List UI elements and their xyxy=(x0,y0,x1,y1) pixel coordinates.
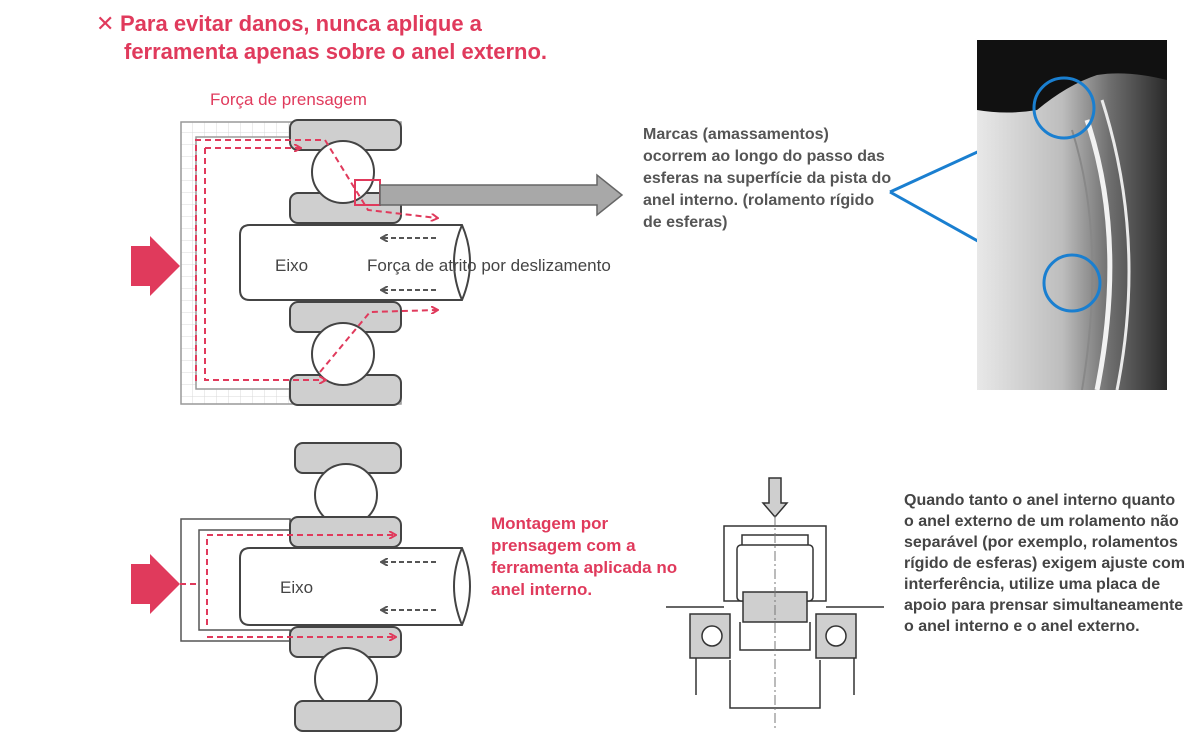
inner-ring-top-2 xyxy=(289,516,402,548)
support-plate-drawing xyxy=(666,477,884,730)
ball-bottom xyxy=(311,322,375,386)
support-plate-description: Quando tanto o anel interno quanto o ane… xyxy=(904,492,1185,635)
dent-highlight-1 xyxy=(1032,76,1096,140)
warning-heading: ✕Para evitar danos, nunca aplique a ferr… xyxy=(96,10,547,66)
shaft-top xyxy=(239,224,471,301)
warning-line-2: ferramenta apenas sobre o anel externo. xyxy=(124,39,548,64)
cross-icon: ✕ xyxy=(96,11,115,36)
outer-ring-bottom-2 xyxy=(294,700,402,732)
bottom-diagram xyxy=(131,442,471,732)
press-force-label: Força de prensagem xyxy=(210,90,367,109)
raceway-photo xyxy=(977,40,1167,390)
friction-force-label: Força de atrito por deslizamento xyxy=(367,256,611,275)
force-arrow-top xyxy=(131,236,180,296)
warning-line-1: Para evitar danos, nunca aplique a xyxy=(120,11,482,36)
force-arrow-bottom xyxy=(131,554,180,614)
force-path-top xyxy=(195,139,437,381)
press-down-arrow xyxy=(761,477,789,519)
shaft-bottom xyxy=(239,547,471,626)
marks-description: Marcas (amassamentos) ocorrem ao longo d… xyxy=(643,126,892,231)
callout-arrow xyxy=(379,173,624,217)
ball-top xyxy=(311,140,375,204)
top-diagram xyxy=(131,119,624,406)
shaft-label-top: Eixo xyxy=(275,256,309,275)
dent-highlight-2 xyxy=(1042,253,1102,313)
shaft-label-bottom: Eixo xyxy=(280,578,314,597)
inner-ring-mounting-caption: Montagem por prensagem com a ferramenta … xyxy=(491,514,678,599)
